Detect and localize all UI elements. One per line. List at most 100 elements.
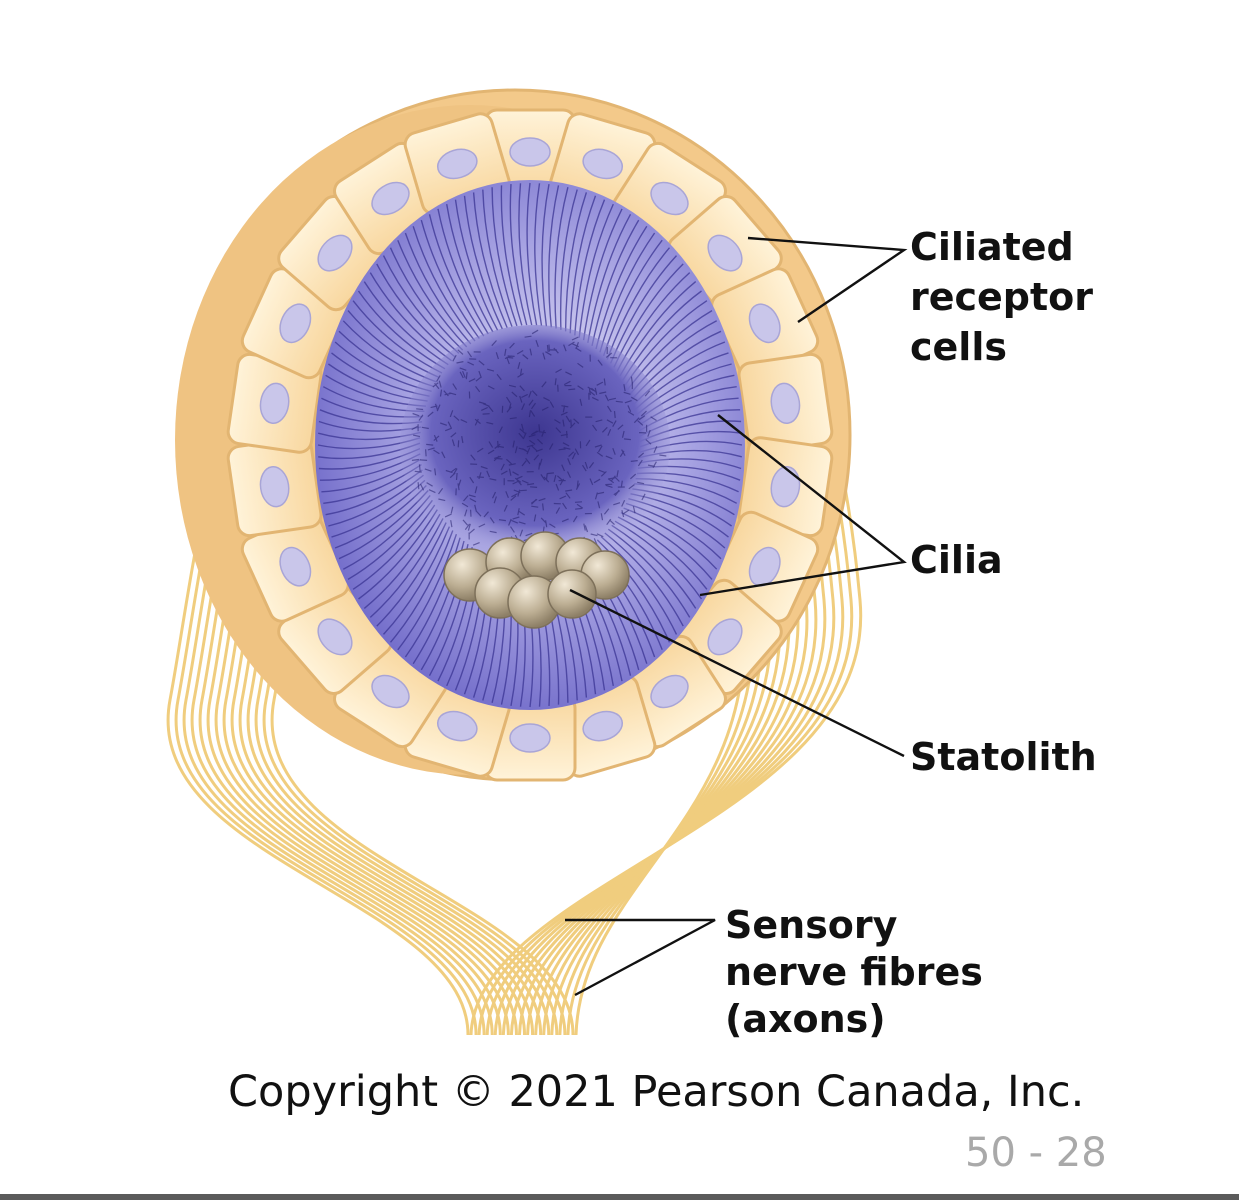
core-fibre — [420, 459, 428, 461]
core-fibre — [554, 419, 561, 424]
core-fibre — [595, 419, 603, 423]
leader-lines — [565, 236, 908, 997]
core-fibre — [450, 520, 453, 528]
core-fibre — [559, 478, 565, 486]
core-fibre — [538, 424, 541, 432]
core-fibre — [512, 440, 515, 448]
core-fibre — [475, 385, 481, 393]
core-fibre — [461, 435, 464, 444]
core-fibre — [540, 474, 546, 481]
core-fibre — [452, 383, 458, 390]
core-fibre — [613, 502, 621, 506]
core-fibre — [537, 438, 544, 445]
label-statolith: Statolith — [910, 735, 1097, 779]
cilia-core — [400, 325, 670, 565]
core-fibre — [621, 430, 625, 438]
core-fibre — [539, 458, 543, 466]
core-fibre — [623, 384, 626, 392]
core-fibre — [596, 533, 604, 538]
core-fibre — [577, 385, 584, 391]
core-fibre — [584, 525, 589, 533]
cilium — [591, 219, 640, 347]
core-fibre — [511, 493, 518, 498]
core-fibre — [601, 426, 608, 433]
core-fibre — [596, 451, 604, 457]
core-fibre — [531, 505, 539, 508]
core-fibre — [630, 473, 637, 480]
core-fibre — [531, 445, 538, 452]
core-fibre — [555, 427, 562, 434]
core-fibre — [433, 435, 440, 442]
cilium — [482, 189, 513, 327]
core-fibre — [449, 472, 456, 479]
core-fibre — [566, 471, 572, 479]
core-fibre — [608, 397, 617, 401]
core-fibre — [450, 506, 454, 514]
core-fibre — [541, 406, 549, 411]
cell-nucleus — [770, 466, 801, 508]
core-fibre — [528, 434, 536, 438]
cilium — [358, 509, 438, 600]
core-fibre — [589, 478, 594, 486]
cilium — [412, 226, 476, 342]
cilium — [382, 255, 460, 354]
core-fibre — [637, 481, 645, 485]
core-fibre — [506, 357, 510, 365]
core-fibre — [599, 391, 607, 395]
cilium — [420, 219, 480, 339]
core-fibre — [556, 475, 564, 481]
core-fibre — [559, 495, 567, 500]
cell-nucleus — [650, 674, 689, 709]
core-fibre — [511, 519, 519, 524]
cilium — [526, 182, 538, 326]
cilium — [569, 195, 597, 334]
core-fibre — [530, 430, 538, 436]
core-fibre — [597, 445, 603, 453]
core-fibre — [588, 390, 596, 396]
core-fibre — [411, 458, 419, 461]
core-fibre — [521, 423, 524, 431]
core-fibre — [529, 439, 536, 445]
core-fibre — [509, 417, 517, 420]
cell-nucleus — [650, 181, 689, 216]
core-fibre — [603, 508, 610, 515]
core-fibre — [553, 347, 559, 354]
core-fibre — [519, 395, 523, 403]
cell-nucleus — [707, 234, 743, 272]
cell-nucleus — [509, 137, 551, 167]
core-fibre — [418, 464, 421, 472]
core-fibre — [517, 362, 521, 370]
core-fibre — [565, 489, 573, 492]
core-fibre — [597, 359, 603, 366]
cilium — [599, 232, 656, 353]
core-fibre — [562, 502, 567, 510]
core-fibre — [518, 521, 526, 525]
core-fibre — [545, 473, 548, 481]
core-fibre — [606, 405, 612, 413]
core-fibre — [468, 528, 475, 535]
label-sensory-nerve-fibres: Sensory nerve fibres (axons) — [725, 903, 996, 1041]
core-fibre — [650, 416, 657, 422]
core-fibre — [500, 470, 508, 475]
core-fibre — [605, 455, 613, 460]
core-fibre — [421, 426, 429, 430]
core-fibre — [624, 400, 632, 404]
core-fibre — [647, 429, 651, 437]
core-fibre — [583, 523, 586, 531]
core-fibre — [459, 367, 467, 371]
core-fibre — [575, 347, 582, 352]
core-fibre — [503, 504, 508, 512]
core-fibre — [522, 432, 527, 440]
core-fibre — [597, 501, 601, 509]
core-fibre — [418, 414, 424, 421]
core-fibre — [603, 378, 606, 386]
cilium — [352, 300, 443, 374]
core-fibre — [543, 397, 550, 402]
core-fibre — [579, 398, 583, 406]
core-fibre — [608, 477, 616, 480]
core-fibre — [526, 444, 534, 448]
core-fibre — [467, 523, 471, 531]
core-fibre — [591, 396, 599, 401]
core-fibre — [628, 484, 635, 490]
